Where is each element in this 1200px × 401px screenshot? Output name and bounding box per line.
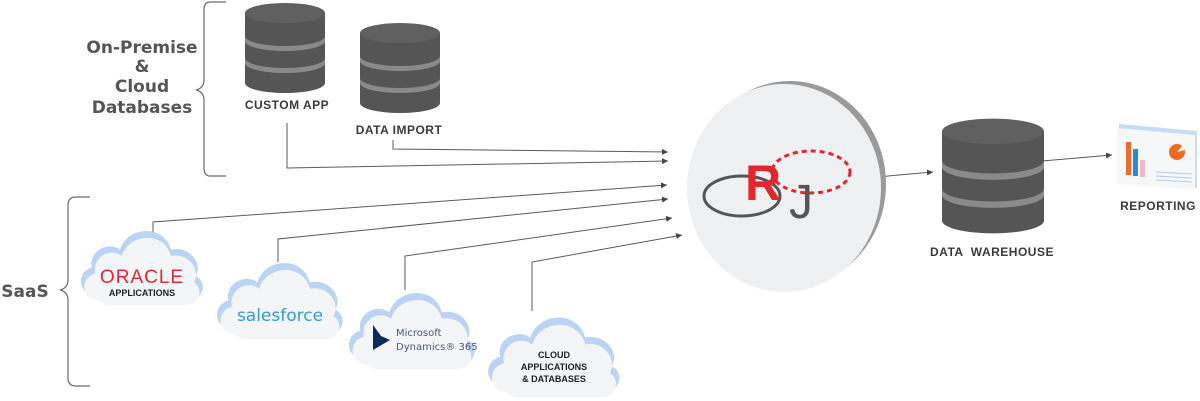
cloud-apps-node: CLOUD APPLICATIONS & DATABASES [488,317,620,398]
saas-group-label: SaaS [1,282,48,302]
oracle-logo: ORACLE [100,267,184,288]
dynamics-cloud-node: Microsoft Dynamics® 365 [348,293,478,370]
database-icon [245,3,325,93]
on-premise-brace [195,1,226,177]
logo-letter-r: R [745,155,781,211]
data-warehouse-label: DATA WAREHOUSE [930,245,1054,259]
svg-text:Cloud: Cloud [115,77,169,97]
data-warehouse-node: DATA WAREHOUSE [930,118,1054,259]
database-icon [942,118,1044,234]
dynamics-line2: Dynamics® 365 [396,342,478,353]
dynamics-logo-icon [373,325,390,350]
on-premise-group-label: On-Premise & Cloud Databases [86,38,197,118]
database-icon [360,23,440,113]
reporting-label: REPORTING [1120,199,1196,213]
salesforce-cloud-node: salesforce [216,263,343,340]
oracle-subtitle: APPLICATIONS [109,288,175,298]
data-import-node: DATA IMPORT [356,23,443,137]
oracle-cloud-node: ORACLE APPLICATIONS [80,230,203,306]
svg-text:&: & [135,57,150,77]
svg-text:APPLICATIONS: APPLICATIONS [521,362,587,372]
rj-hub: R J [687,81,886,292]
logo-letter-j: J [789,176,813,229]
data-import-label: DATA IMPORT [356,123,443,137]
reporting-node: REPORTING [1117,124,1197,213]
saas-brace [59,196,90,387]
svg-text:Databases: Databases [92,98,193,118]
svg-text:On-Premise: On-Premise [86,38,197,58]
svg-text:CLOUD: CLOUD [538,350,570,360]
report-dashboard-icon [1117,124,1197,190]
custom-app-label: CUSTOM APP [245,98,329,112]
cloud-icon [216,263,343,340]
custom-app-node: CUSTOM APP [245,3,329,112]
salesforce-logo: salesforce [237,306,323,326]
rj-logo: R J [702,149,852,229]
dynamics-line1: Microsoft [396,328,442,339]
svg-text:& DATABASES: & DATABASES [522,374,586,384]
